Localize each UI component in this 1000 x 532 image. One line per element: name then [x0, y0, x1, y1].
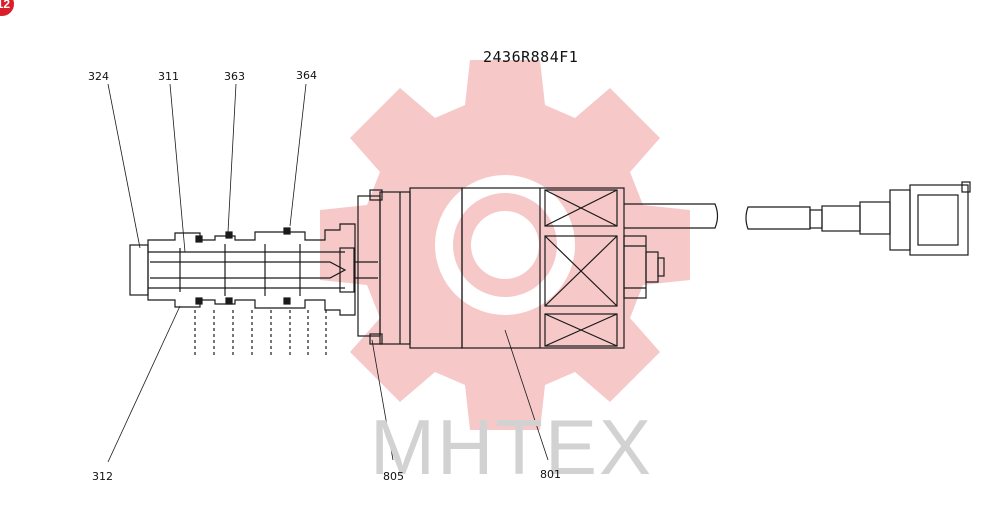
callout-324: 324	[88, 70, 109, 83]
callout-364: 364	[296, 69, 317, 82]
leader-lines	[107, 83, 549, 463]
cartridge-valve	[129, 223, 378, 355]
solenoid-cable	[624, 201, 891, 235]
drawing-number: 2436R884F1	[483, 48, 579, 66]
callout-801: 801	[540, 468, 561, 481]
watermark-brand-text: МНТЕХ	[370, 403, 653, 491]
connector-plug	[889, 181, 971, 256]
watermark-gear-icon	[320, 60, 690, 430]
callout-363: 363	[224, 70, 245, 83]
solenoid-coil	[357, 187, 665, 349]
valve-drawing	[107, 83, 971, 463]
page-number-badge: 12	[0, 0, 14, 16]
callout-311: 311	[158, 70, 179, 83]
callout-312: 312	[92, 470, 113, 483]
callout-805: 805	[383, 470, 404, 483]
